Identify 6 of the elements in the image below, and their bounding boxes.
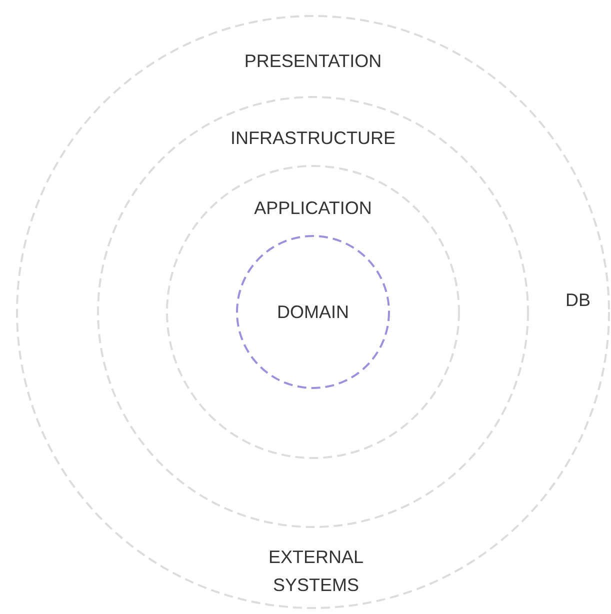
layer-label: EXTERNAL SYSTEMS [267,546,365,597]
layer-label: DB [564,289,592,312]
ring-label: PRESENTATION [243,50,383,72]
ring-label: DOMAIN [276,301,350,323]
ring-label: INFRASTRUCTURE [230,127,396,149]
ring-label: APPLICATION [253,197,373,219]
